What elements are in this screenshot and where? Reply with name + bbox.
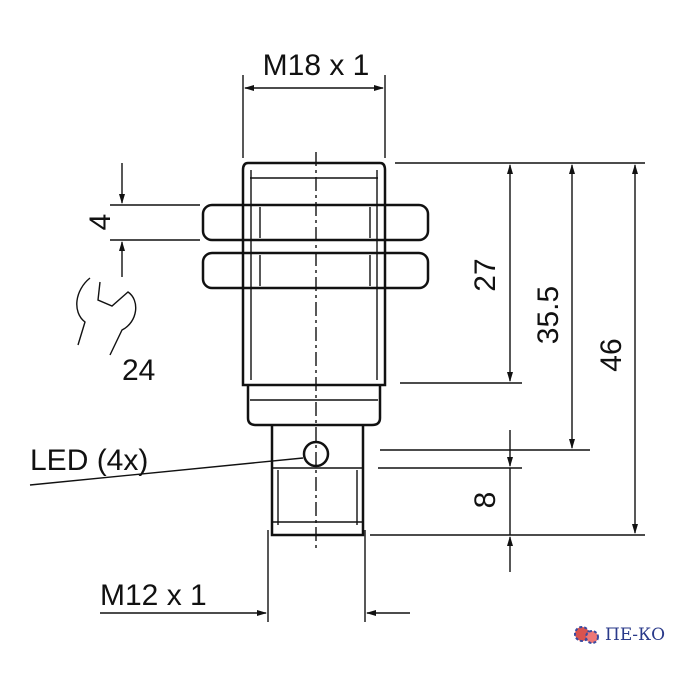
dim-nut-thickness <box>110 163 200 277</box>
logo: ПЕ-КО <box>572 624 665 646</box>
dim-27-label: 27 <box>469 258 502 291</box>
dim-right <box>370 162 645 572</box>
wrench-icon <box>76 277 137 356</box>
dim-46-label: 46 <box>595 338 628 371</box>
logo-text: ПЕ-КО <box>605 625 666 645</box>
thread-bottom-label: M12 x 1 <box>100 579 207 612</box>
dim-thread-top <box>242 75 386 158</box>
dim-thread-bottom <box>100 530 410 622</box>
led-label: LED (4x) <box>30 444 148 477</box>
sensor-body <box>241 161 387 537</box>
gear-logo-icon <box>574 626 599 644</box>
thread-top-label: M18 x 1 <box>263 49 370 82</box>
dim-35-5-label: 35.5 <box>532 286 565 344</box>
led-leader-line <box>29 457 304 486</box>
nut-thickness-label: 4 <box>84 214 117 231</box>
wrench-size-label: 24 <box>122 354 155 387</box>
dim-8-label: 8 <box>469 492 502 509</box>
